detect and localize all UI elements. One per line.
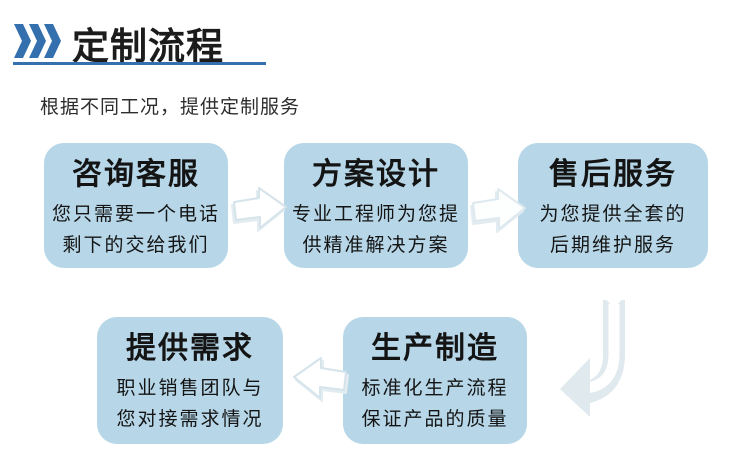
arrow-left-icon bbox=[293, 357, 347, 399]
step-box-aftersales: 售后服务 为您提供全套的 后期维护服务 bbox=[518, 143, 708, 268]
step-desc-line: 职业销售团队与 bbox=[116, 378, 264, 399]
step-desc-line: 您对接需求情况 bbox=[116, 409, 264, 430]
title-underline bbox=[13, 62, 266, 65]
step-desc-line: 保证产品的质量 bbox=[361, 409, 509, 430]
step-description: 专业工程师为您提 供精准解决方案 bbox=[284, 199, 468, 261]
step-description: 职业销售团队与 您对接需求情况 bbox=[97, 373, 283, 435]
arrow-right-icon bbox=[233, 187, 287, 229]
page-subtitle: 根据不同工况，提供定制服务 bbox=[40, 97, 301, 118]
step-title: 提供需求 bbox=[126, 332, 254, 365]
step-title: 售后服务 bbox=[549, 158, 677, 191]
step-description: 为您提供全套的 后期维护服务 bbox=[518, 199, 708, 261]
step-title: 咨询客服 bbox=[72, 158, 200, 191]
step-box-design: 方案设计 专业工程师为您提 供精准解决方案 bbox=[284, 143, 468, 268]
arrow-curved-down-left-icon bbox=[560, 294, 627, 417]
step-box-production: 生产制造 标准化生产流程 保证产品的质量 bbox=[343, 317, 527, 444]
step-desc-line: 您只需要一个电话 bbox=[51, 204, 220, 225]
step-desc-line: 剩下的交给我们 bbox=[62, 235, 210, 256]
step-box-consult: 咨询客服 您只需要一个电话 剩下的交给我们 bbox=[44, 143, 228, 268]
page-title: 定制流程 bbox=[72, 26, 224, 67]
step-description: 标准化生产流程 保证产品的质量 bbox=[343, 373, 527, 435]
step-desc-line: 供精准解决方案 bbox=[302, 235, 450, 256]
step-desc-line: 后期维护服务 bbox=[549, 235, 676, 256]
step-description: 您只需要一个电话 剩下的交给我们 bbox=[44, 199, 228, 261]
step-desc-line: 专业工程师为您提 bbox=[291, 204, 460, 225]
arrow-right-icon bbox=[472, 188, 526, 230]
step-box-requirements: 提供需求 职业销售团队与 您对接需求情况 bbox=[97, 317, 283, 444]
step-desc-line: 为您提供全套的 bbox=[539, 204, 687, 225]
step-title: 方案设计 bbox=[312, 158, 440, 191]
step-desc-line: 标准化生产流程 bbox=[361, 378, 509, 399]
triple-chevron-right-icon bbox=[14, 24, 61, 58]
step-title: 生产制造 bbox=[371, 332, 499, 365]
